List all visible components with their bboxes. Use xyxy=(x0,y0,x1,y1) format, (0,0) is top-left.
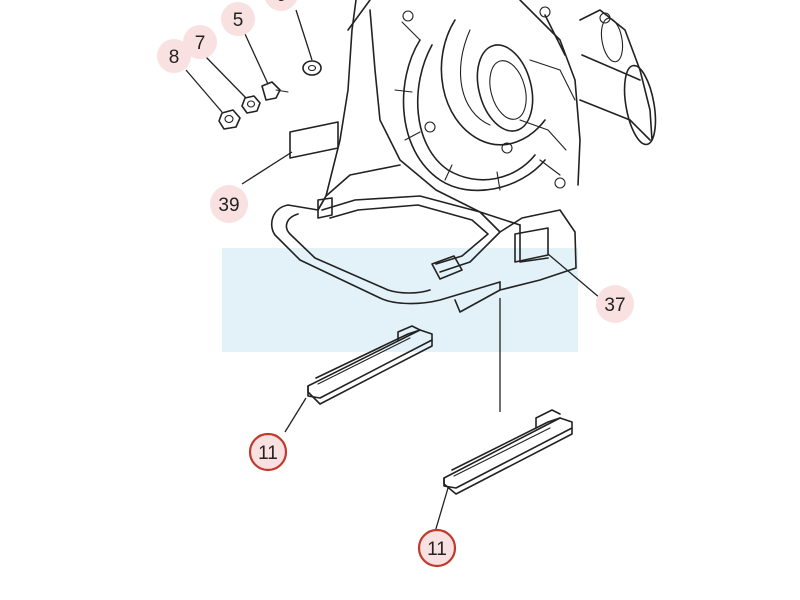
callout-part-39: 39 xyxy=(210,185,248,223)
callout-part-7: 7 xyxy=(183,25,217,59)
callout-part-37: 37 xyxy=(596,285,634,323)
svg-text:6: 6 xyxy=(276,0,287,6)
label-plate-39 xyxy=(289,121,339,159)
svg-text:11: 11 xyxy=(427,539,447,560)
base-stand xyxy=(271,195,577,313)
svg-text:8: 8 xyxy=(169,47,180,68)
rubber-foot-upper xyxy=(307,325,433,405)
svg-text:39: 39 xyxy=(218,195,239,216)
outlet-tube xyxy=(579,9,657,146)
callout-part-5: 5 xyxy=(221,2,255,36)
callout-part-6: 6 xyxy=(265,0,297,11)
svg-text:37: 37 xyxy=(604,295,625,316)
svg-text:7: 7 xyxy=(195,33,206,54)
blower-housing xyxy=(317,0,581,226)
label-plate-37 xyxy=(514,227,549,263)
callout-part-8: 8 xyxy=(157,39,191,73)
rubber-foot-lower xyxy=(443,409,573,495)
svg-text:5: 5 xyxy=(233,10,244,31)
watermark-band xyxy=(222,248,578,352)
callout-part-11-upper[interactable]: 11 xyxy=(248,432,288,472)
svg-text:11: 11 xyxy=(258,443,278,464)
small-parts xyxy=(218,60,322,130)
leader-lines xyxy=(185,9,601,533)
callout-part-11-lower[interactable]: 11 xyxy=(417,528,457,568)
